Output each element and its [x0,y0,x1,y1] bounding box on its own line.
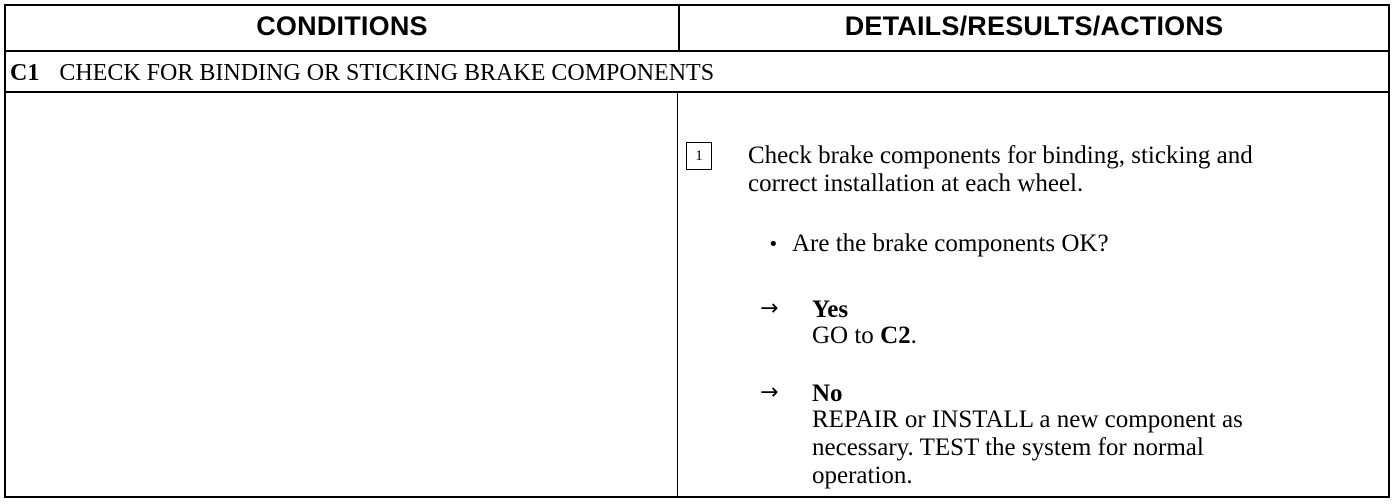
bullet-icon: • [768,234,779,255]
conditions-cell [6,93,676,496]
body-divider [677,92,678,496]
yes-arrow-icon: → [760,296,779,321]
header-details: DETAILS/RESULTS/ACTIONS [844,10,1224,41]
section-code: C1 [10,59,40,86]
step-instruction-line2: correct installation at each wheel. [748,170,1084,197]
no-action-line3: operation. [812,462,913,489]
header-bottom-rule [6,50,1388,52]
table-border [4,4,1390,498]
section-title: CHECK FOR BINDING OR STICKING BRAKE COMP… [59,59,715,86]
step-question: Are the brake components OK? [792,230,1109,257]
no-arrow-icon: → [760,380,779,405]
yes-label: Yes [812,296,849,323]
step-number-box: 1 [686,142,712,170]
no-label: No [812,380,843,407]
no-action-line2: necessary. TEST the system for normal [812,434,1204,461]
no-action-line1: REPAIR or INSTALL a new component as [812,406,1243,433]
step-instruction-line1: Check brake components for binding, stic… [748,142,1253,169]
section-row: C1 CHECK FOR BINDING OR STICKING BRAKE C… [10,56,714,90]
yes-action-target: C2 [880,322,911,349]
header-divider [678,4,680,52]
section-bottom-rule [6,91,1388,93]
yes-action-prefix: GO to [812,322,881,349]
yes-action: GO to C2. [812,322,917,350]
header-conditions: CONDITIONS [256,10,428,41]
yes-action-suffix: . [910,322,917,349]
